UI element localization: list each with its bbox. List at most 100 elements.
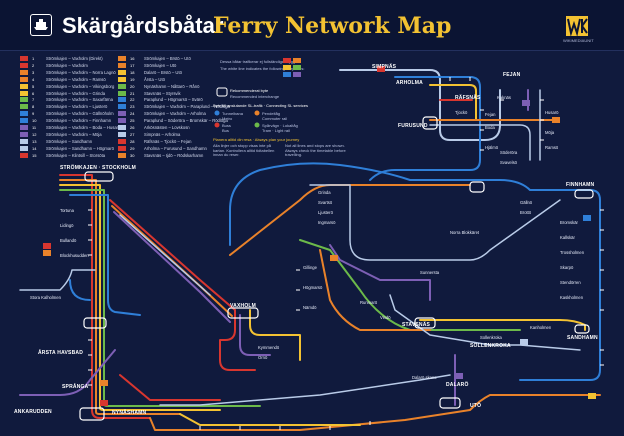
interchange-markers — [79, 116, 594, 421]
route-description: Simpnäs – Arholma — [144, 131, 181, 137]
area-uto: UTÖ — [470, 403, 482, 409]
route-description: Strömkajen – Vaxholm – Norra Lagnö — [46, 69, 116, 75]
stop-ticks — [88, 77, 604, 430]
route-description: Strömkajen – Sandhamn – Högmarö — [46, 145, 114, 151]
route-color-swatch — [20, 76, 28, 82]
mode-tram: Spårvägn · Lokaltåg — [262, 123, 298, 128]
stop-label: Ljusterö — [318, 210, 333, 215]
route-color-swatch — [118, 145, 126, 151]
route-description: Strömkajen – Vaxholm – Ljusterö — [46, 104, 108, 110]
stop-label: Brottö — [520, 210, 532, 215]
route-description: Nynäshamn – Nåttarö – Rånö — [144, 83, 200, 89]
route-code: 28 — [130, 138, 135, 144]
route-description: Arholma – Furusund – Sandhamn — [144, 145, 207, 151]
route-line-trunk-yellow — [59, 184, 221, 411]
route-color-swatch — [118, 83, 126, 89]
stop-label: Svavelsö — [500, 160, 517, 165]
interchange-en: Recommended interchange — [230, 94, 280, 99]
route-code: 26 — [130, 125, 135, 130]
plan-text-sv: Alla linjer och stopp visas inte på kart… — [213, 143, 275, 158]
route-color-swatch — [20, 111, 28, 117]
route-description: Strömkajen – Vaxholm – Arholma — [144, 111, 206, 117]
route-line-central-blue — [229, 162, 601, 381]
route-line-diag-purple — [113, 211, 231, 323]
stop-label: Kanholmen — [530, 325, 552, 330]
route-color-swatch — [20, 138, 28, 144]
route-color-swatch — [20, 131, 28, 137]
route-code: 8 — [32, 104, 35, 110]
stop-label: Lidingö — [60, 223, 74, 228]
ferry-logo-icon — [30, 14, 52, 36]
route-code: 15 — [32, 152, 37, 158]
route-code: 12 — [32, 131, 37, 137]
route-color-swatch — [20, 90, 28, 96]
mode-bus: Buss — [222, 123, 231, 128]
legend-route-row: 8 Strömkajen – Vaxholm – Ljusterö — [20, 103, 107, 110]
stop-label: Svartsö — [318, 200, 333, 205]
route-code: 25 — [130, 118, 135, 124]
route-line-north-yellow — [429, 84, 477, 121]
route-code: 23 — [130, 104, 135, 110]
route-line-trunk-orange — [59, 179, 181, 415]
stop-label: Vindö — [380, 315, 391, 320]
area-stavsnas: STAVSNÄS — [402, 322, 431, 328]
route-description: Strömkajen – Utö — [144, 62, 177, 68]
stop-label: Gällnö — [520, 200, 533, 205]
route-description: Strömkajen – Vaxholm – Finnhamn — [46, 118, 112, 124]
mode-rail-en: Commuter rail — [262, 116, 288, 121]
route-description: Strömkajen – Vaxholm — [46, 62, 88, 68]
stop-label: Högmarsö — [303, 285, 323, 290]
area-sollenkroka: SOLLENKROKA — [470, 343, 511, 349]
plan-title: Planera alltid din resa · Always plan yo… — [213, 137, 300, 142]
area-stromkajen: STRÖMKAJEN · STOCKHOLM — [60, 165, 136, 171]
page-title: Skärgårdsbåtar — [62, 13, 224, 38]
route-color-swatch — [20, 69, 28, 75]
route-color-swatch — [118, 111, 126, 117]
stop-label: Blockhusudden — [60, 253, 89, 258]
route-color-swatch — [20, 83, 28, 89]
area-dalaro: DALARÖ — [446, 382, 469, 388]
area-fejan: FEJAN — [503, 72, 521, 78]
area-simpnas: SIMPNÄS — [372, 64, 397, 70]
page-subtitle: Ferry Network Map — [213, 13, 452, 39]
route-code: 1 — [32, 56, 35, 61]
stop-label: Husarö — [545, 110, 559, 115]
route-color-swatch — [118, 56, 126, 61]
stop-label: Bromskär — [560, 220, 578, 225]
stop-label: Ramsö — [545, 145, 559, 150]
route-code: 3 — [32, 69, 35, 75]
mode-metro: Tunnelbana — [222, 111, 243, 116]
stop-label: Norra Blokkäret — [450, 230, 480, 235]
stop-label: Sunnersta — [420, 270, 440, 275]
route-description: Paraplund – Högmarsö – Svärö — [144, 97, 203, 103]
area-vaxholm: VAXHOLM — [230, 303, 257, 309]
route-color-swatch — [20, 104, 28, 110]
route-line-vaxholm-yellow — [249, 309, 301, 361]
area-rafsnas: RÄFSNÄS — [455, 95, 481, 101]
route-line-central-light — [309, 184, 561, 261]
legend-route-row: 15 Strömkajen – Klintsill – Storsö­ta — [20, 152, 105, 159]
route-description: Strömkajen – Klintsill – Storsö­ta — [46, 152, 106, 158]
route-color-swatch — [20, 62, 28, 68]
stop-label: Fejan — [485, 112, 496, 117]
route-color-swatch — [20, 118, 28, 124]
route-description: Strömkajen – Vaxholm – Möja — [46, 131, 102, 137]
route-line-west-blue — [69, 279, 91, 301]
route-line-vaxholm-red — [219, 309, 256, 371]
route-line-west-light — [19, 269, 96, 291]
route-line-furusund-light — [429, 124, 531, 161]
route-code: 5 — [32, 83, 35, 89]
area-sandhamn: SANDHAMN — [567, 335, 598, 341]
stop-label: Hjälmö — [485, 145, 499, 150]
route-color-swatch — [20, 152, 28, 158]
